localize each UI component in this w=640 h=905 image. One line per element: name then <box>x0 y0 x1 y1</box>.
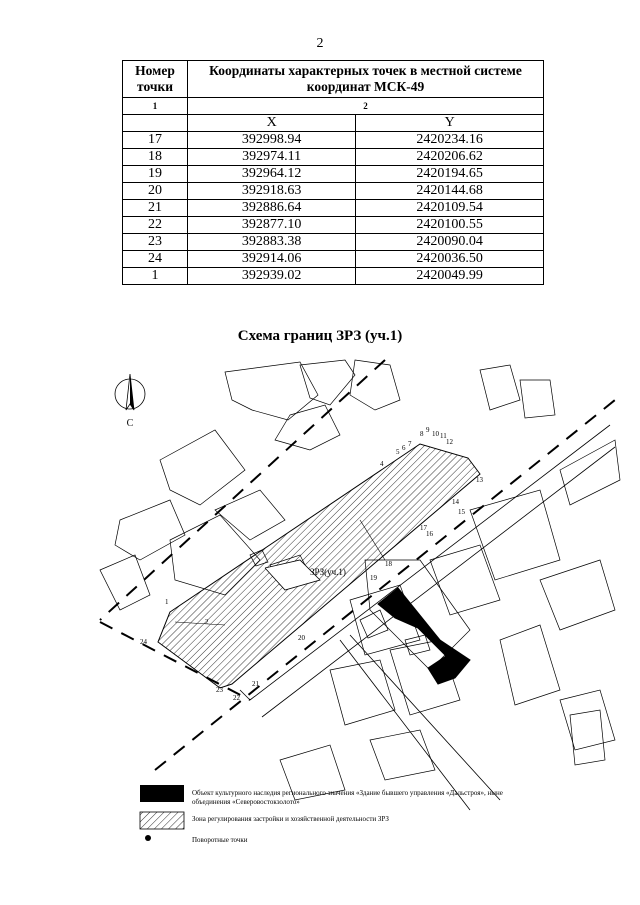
street-lines <box>239 424 616 811</box>
svg-text:14: 14 <box>452 498 460 506</box>
svg-text:8: 8 <box>420 430 424 438</box>
legend-zrz-text: Зона регулирования застройки и хозяйстве… <box>192 815 389 823</box>
svg-text:23: 23 <box>216 686 224 694</box>
page-number: 2 <box>316 36 324 51</box>
legend-zrz-swatch <box>139 811 185 830</box>
svg-text:11: 11 <box>440 432 447 440</box>
svg-text:15: 15 <box>458 508 466 516</box>
svg-text:10: 10 <box>432 430 440 438</box>
heritage-building <box>377 587 471 685</box>
svg-text:17: 17 <box>420 524 428 532</box>
building-outlines <box>99 359 621 801</box>
svg-text:21: 21 <box>252 680 260 688</box>
north-arrow-icon: С <box>114 373 146 429</box>
legend-heritage-text: Объект культурного наследия региональног… <box>192 789 503 806</box>
svg-text:4: 4 <box>380 460 384 468</box>
legend-heritage-swatch <box>140 785 184 802</box>
legend-point-marker-icon <box>145 835 151 841</box>
svg-text:5: 5 <box>396 448 400 456</box>
svg-text:24: 24 <box>140 638 148 646</box>
svg-text:18: 18 <box>385 560 393 568</box>
svg-text:7: 7 <box>408 440 412 448</box>
svg-text:22: 22 <box>233 694 241 702</box>
zrz-zone <box>157 443 481 689</box>
svg-text:16: 16 <box>426 530 434 538</box>
zone-label: ЗРЗ(уч.1) <box>310 567 346 577</box>
svg-text:6: 6 <box>402 444 406 452</box>
point-number-header: Номер точки <box>122 60 188 98</box>
coordinates-header: Координаты характерных точек в местной с… <box>187 60 544 98</box>
scheme-title: Схема границ ЗРЗ (уч.1) <box>237 328 403 344</box>
point-labels: 1 2 4 5 6 7 8 9 10 11 12 13 14 15 16 17 … <box>140 426 484 702</box>
coordinates-table: Номер точки Координаты характерных точек… <box>122 60 544 285</box>
dashed-boundary-lines <box>99 359 616 771</box>
svg-text:9: 9 <box>426 426 430 434</box>
svg-text:13: 13 <box>476 476 484 484</box>
svg-text:1: 1 <box>165 598 169 606</box>
north-label: С <box>127 418 134 429</box>
svg-text:12: 12 <box>446 438 454 446</box>
legend-points-text: Поворотные точки <box>192 836 248 844</box>
svg-text:20: 20 <box>298 634 306 642</box>
svg-text:2: 2 <box>205 618 209 626</box>
svg-text:19: 19 <box>370 574 378 582</box>
